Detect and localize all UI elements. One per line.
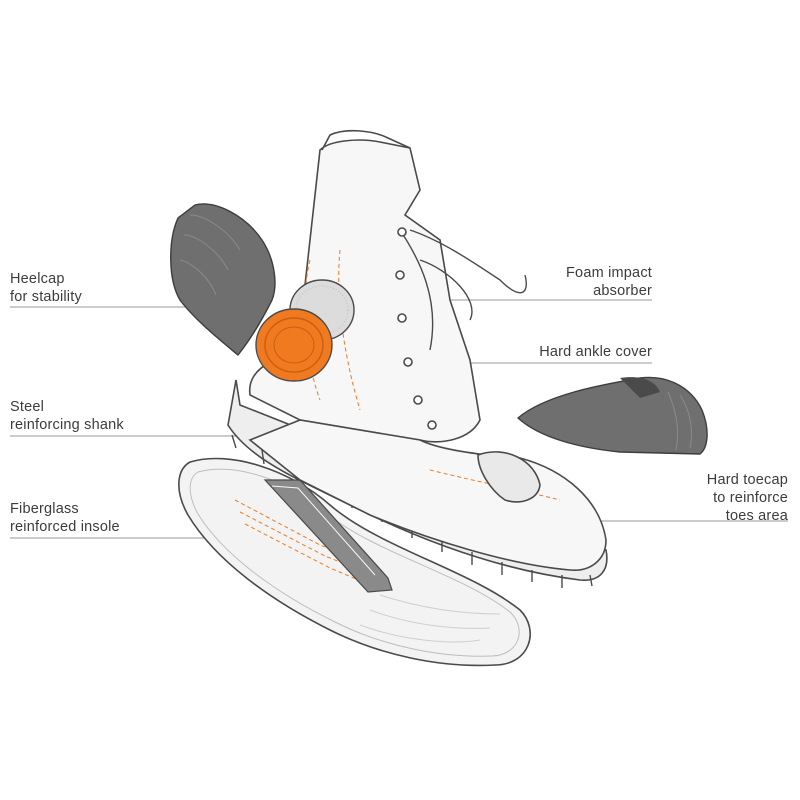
label-shank: Steel reinforcing shank xyxy=(10,398,124,434)
label-insole-line2: reinforced insole xyxy=(10,519,120,535)
label-insole: Fiberglass reinforced insole xyxy=(10,500,120,536)
boot-shaft xyxy=(248,139,481,443)
ankle-cover-part xyxy=(255,308,333,382)
label-heelcap: Heelcap for stability xyxy=(10,270,82,306)
label-toecap-line1: Hard toecap xyxy=(706,472,788,488)
label-foam-line1: Foam impact xyxy=(566,265,652,281)
heelcap-part xyxy=(170,203,276,356)
label-ankle: Hard ankle cover xyxy=(539,343,652,361)
toecap-part xyxy=(516,376,708,455)
label-toecap: Hard toecap to reinforce toes area xyxy=(707,471,788,525)
label-foam-line2: absorber xyxy=(593,283,652,299)
label-insole-line1: Fiberglass xyxy=(10,501,79,517)
label-heelcap-line1: Heelcap xyxy=(10,271,65,287)
label-ankle-line1: Hard ankle cover xyxy=(539,344,652,360)
label-foam: Foam impact absorber xyxy=(566,264,652,300)
label-toecap-line2: to reinforce xyxy=(713,490,788,506)
label-toecap-line3: toes area xyxy=(725,508,788,524)
label-shank-line1: Steel xyxy=(10,399,45,415)
insole xyxy=(178,457,531,667)
boot xyxy=(227,129,608,588)
label-heelcap-line2: for stability xyxy=(10,289,82,305)
label-shank-line2: reinforcing shank xyxy=(10,417,124,433)
